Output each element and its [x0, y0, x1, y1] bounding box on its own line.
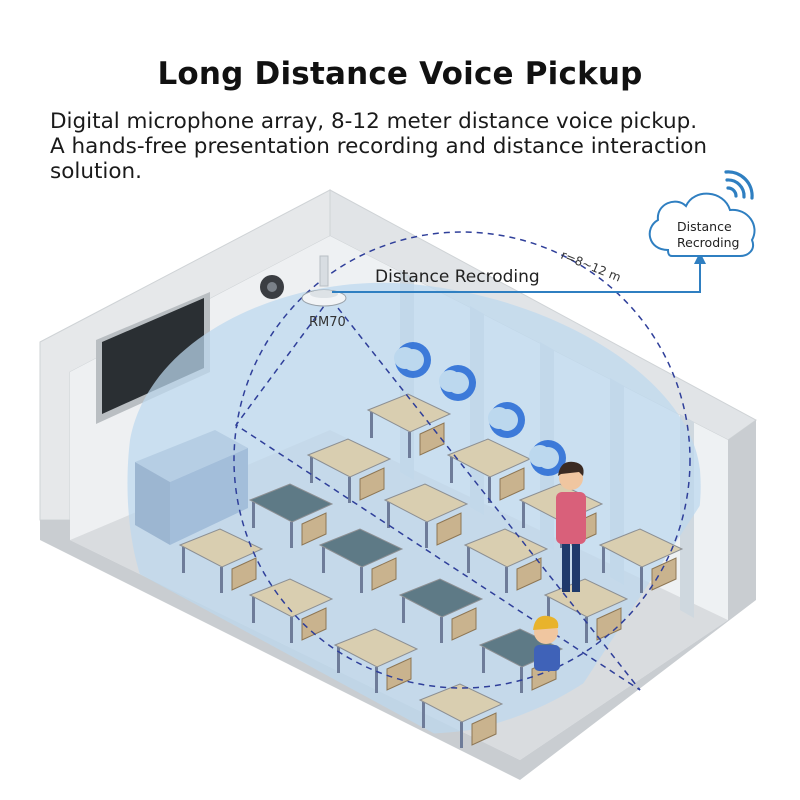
- description-line-1: Digital microphone array, 8-12 meter dis…: [50, 109, 698, 134]
- desk: [598, 528, 684, 593]
- microphone-device-icon: [301, 255, 347, 307]
- wifi-signal-icon: [724, 170, 754, 200]
- cloud-label-line-2: Recroding: [677, 235, 739, 250]
- connection-line: [332, 262, 701, 293]
- range-circle: [233, 231, 691, 689]
- desk: [248, 483, 334, 548]
- description: Digital microphone array, 8-12 meter dis…: [50, 109, 770, 184]
- teacher: [556, 461, 586, 592]
- voice-wave-icon: [529, 440, 566, 476]
- desk: [366, 393, 452, 458]
- desk: [463, 528, 549, 593]
- page-title: Long Distance Voice Pickup: [157, 56, 643, 92]
- connection-arrow: [694, 252, 706, 264]
- cloud-icon: [648, 192, 756, 257]
- desk: [398, 578, 484, 643]
- pickup-range-lines: [233, 231, 691, 691]
- description-line-3: solution.: [50, 159, 142, 184]
- radius-label: r=8~12 m: [559, 248, 623, 285]
- device-label: RM70: [309, 315, 346, 330]
- desk: [383, 483, 469, 548]
- desk: [178, 528, 264, 593]
- range-triangle: [234, 296, 641, 691]
- desk: [318, 528, 404, 593]
- desk: [418, 683, 504, 748]
- cloud-label-line-1: Distance: [677, 219, 732, 234]
- description-line-2: A hands-free presentation recording and …: [50, 134, 707, 159]
- student: [533, 615, 560, 671]
- desk: [306, 438, 392, 503]
- voice-wave-icon: [394, 342, 431, 378]
- voice-wave-icon: [439, 365, 476, 401]
- voice-waves: [394, 342, 566, 476]
- right-outer-wall: [520, 420, 756, 780]
- desk: [248, 578, 334, 643]
- desk: [333, 628, 419, 693]
- link-label: Distance Recroding: [375, 267, 540, 287]
- voice-wave-icon: [488, 402, 525, 438]
- camera-icon: [260, 275, 284, 299]
- blackboard: [96, 292, 210, 424]
